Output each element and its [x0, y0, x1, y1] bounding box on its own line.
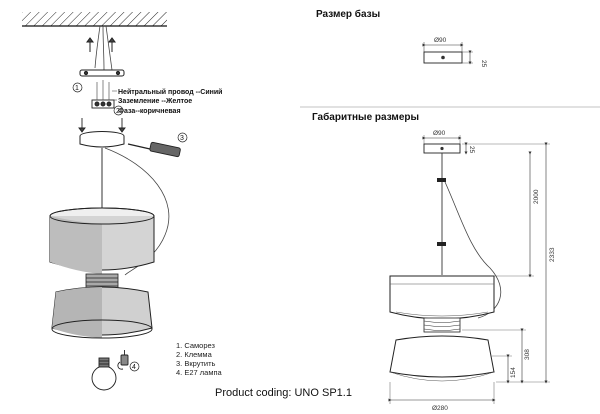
canopy-screws: [78, 118, 126, 133]
mounting-bracket: [79, 69, 125, 77]
callout-2: 2: [116, 108, 120, 115]
label-neutral-wire: Нейтральный провод --Синий: [118, 88, 222, 96]
heading-overall-dimensions: Габаритные размеры: [312, 111, 419, 123]
base-height-label: 25: [480, 60, 487, 68]
screwdriver-icon: [127, 141, 181, 158]
label-ground-wire: Заземление --Желтое: [118, 98, 192, 105]
heading-base-size: Размер базы: [316, 8, 380, 20]
callout-3-circle: [177, 132, 188, 143]
total-height-label: 2333: [549, 247, 556, 262]
ceiling-screws: [86, 37, 116, 52]
e27-bulb-icon: [91, 357, 117, 391]
canopy: [79, 131, 125, 148]
callout-1-circle: [72, 82, 83, 93]
terminal-block: [91, 99, 115, 109]
legend-item-terminal: 2. Клемма: [176, 350, 213, 359]
lower-height-label: 154: [510, 367, 517, 378]
upper-height-label: 308: [524, 349, 531, 360]
bulb-socket-icon: [117, 350, 129, 370]
callout-1: 1: [75, 85, 79, 92]
base-diameter-label: Ø90: [434, 37, 447, 44]
label-phase-wire: Фаза--коричневая: [118, 108, 181, 115]
product-coding: Product coding: UNO SP1.1: [215, 387, 352, 399]
callout-2-circle: [113, 105, 124, 116]
top-height-label: 25: [468, 146, 475, 154]
legend-item-screw-in: 3. Вкрутить: [176, 359, 216, 368]
callout-4: 4: [132, 364, 136, 371]
top-diameter-label: Ø90: [433, 130, 446, 137]
lower-shade: [51, 286, 153, 339]
legend-item-bulb: 4. E27 лампа: [176, 368, 223, 377]
assembly-drawing: 1 2 Нейтральный провод --Синий Заземлени…: [22, 12, 223, 391]
supply-wires: [94, 25, 113, 71]
overall-dimensions-drawing: Ø90 25 Ø280 2000 2333: [388, 130, 556, 412]
bottom-diameter-label: Ø280: [432, 405, 448, 412]
legend-item-screw: 1. Саморез: [176, 341, 216, 350]
upper-shade: [49, 207, 155, 274]
cable-length-label: 2000: [533, 189, 540, 204]
callout-4-circle: [129, 361, 140, 372]
base-size-drawing: Ø90 25: [422, 37, 487, 68]
callout-3: 3: [180, 135, 184, 142]
spiral-coupling: [85, 273, 119, 289]
terminal-wires: [96, 80, 110, 100]
ceiling-hatch: [22, 12, 167, 26]
